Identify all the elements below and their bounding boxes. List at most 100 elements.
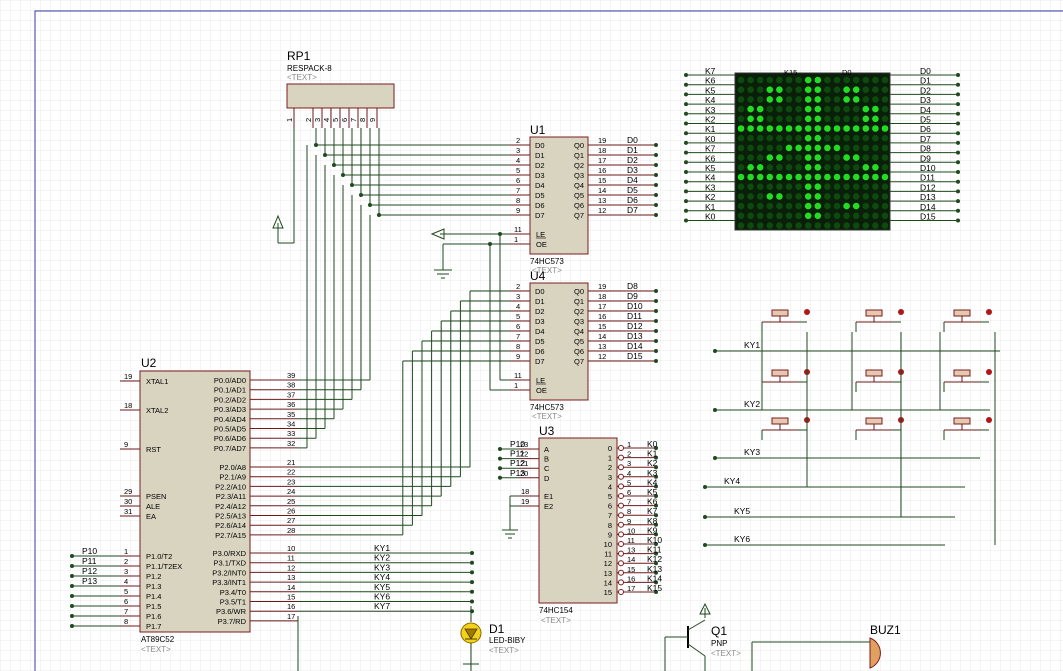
pin-number: 4 [516,302,520,311]
key-dot [986,369,992,375]
net-label: D4 [627,175,638,185]
led-dot-off [776,76,783,84]
pin-name: Q4 [574,181,584,190]
led-dot-off [785,115,793,123]
pin-name: Q5 [574,191,584,200]
led-dot-on [795,125,802,132]
net-label: K0 [647,439,658,449]
junction-dot [654,319,658,323]
led-dot-off [862,222,870,229]
pin-number: 7 [627,498,631,507]
net-label: D1 [920,76,931,86]
pin-number: 8 [516,342,520,351]
pin-number: 13 [598,342,606,351]
key-cap [865,369,883,377]
led-dot-on [804,173,812,181]
led-dot-off [747,193,754,200]
u4-component[interactable]: U4 74HC573 <TEXT> 2D03D14D25D36D47D58D69… [510,269,658,421]
u2-component[interactable]: U2 AT89C52 <TEXT> 19XTAL118XTAL29RST29PS… [120,356,298,654]
led-dot-on [737,125,745,132]
led-dot-off [824,96,831,103]
pin-number: 2 [627,450,631,459]
u2-pin-name: PSEN [146,492,166,501]
key-dot [986,417,992,423]
led-dot-off [756,202,764,210]
led-dot-off [824,193,831,200]
key-button[interactable] [943,417,992,440]
u3-ref: U3 [539,424,555,438]
led-dot-off [795,202,802,210]
key-button[interactable] [855,417,904,440]
junction-dot [956,102,960,107]
led-dot-off [881,86,889,93]
led-dot-off [766,144,774,152]
u2-pin-name: P1.2 [146,572,161,581]
q1-transistor[interactable]: Q1 PNP <TEXT> [664,602,741,671]
led-dot-off [756,76,764,84]
led-dot-on [795,144,802,152]
key-button[interactable] [761,309,810,332]
rp1-pin-number: 6 [340,118,349,122]
u2-pin-number: 27 [287,516,295,525]
net-label: KY4 [724,476,740,486]
junction-dot [654,570,658,575]
u1-component[interactable]: U1 74HC573 <TEXT> 2D03D14D25D36D47D58D69… [510,123,658,275]
vcc-arrow-icon [272,214,284,229]
led-dot-on [795,173,802,181]
led-dot-on [872,115,879,123]
u2-pin-number: 2 [124,557,128,566]
led-dot-on [843,86,850,93]
pin-name: 5 [608,492,612,501]
net-label: K4 [705,173,716,183]
net-label: K6 [705,76,716,86]
net-label: D3 [920,95,931,105]
led-dot-off [872,86,879,93]
led-dot-off [737,76,745,84]
pin-name: E2 [544,502,553,511]
junction-dot [654,339,658,343]
u2-pin-number: 30 [124,497,132,506]
led-dot-off [862,183,870,190]
led-dot-on [747,105,754,113]
pin-number: 1 [514,381,518,390]
u4-ref: U4 [530,269,546,283]
pin-number: 13 [598,196,606,205]
key-button[interactable] [943,309,992,332]
u2-pin-name: P1.3 [146,582,161,591]
u2-pin-name: P1.1/T2EX [146,562,182,571]
u2-pin-number: 36 [287,400,295,409]
key-button[interactable] [943,369,992,392]
u2-pin-name: P2.0/A8 [219,463,246,472]
junction-dot [70,554,74,558]
led-dot-on [756,115,764,123]
d1-led[interactable]: D1 LED-BIBY <TEXT> [297,606,526,671]
pin-number: 14 [598,186,606,195]
led-dot-off [872,212,879,220]
junction-dot [703,485,707,489]
led-dot-off [766,76,774,84]
pin-number: 15 [598,176,606,185]
led-dot-on [776,86,783,93]
key-button[interactable] [855,369,904,392]
net-label: K2 [705,192,716,202]
junction-dot [684,131,688,136]
key-button[interactable] [855,309,904,332]
net-label: K14 [647,573,662,583]
net-label: K3 [705,182,716,192]
led-dot-on [852,202,860,210]
net-label: D10 [920,163,936,173]
led-dot-on [756,173,764,181]
junction-dot [684,208,688,213]
pin-number: 5 [516,312,520,321]
junction-dot [70,564,74,568]
pin-name: Q2 [574,307,584,316]
led-dot-off [862,86,870,93]
buz1-buzzer[interactable]: BUZ1 [751,623,901,671]
led-dot-on [804,125,812,132]
led-dot-on [862,173,870,181]
